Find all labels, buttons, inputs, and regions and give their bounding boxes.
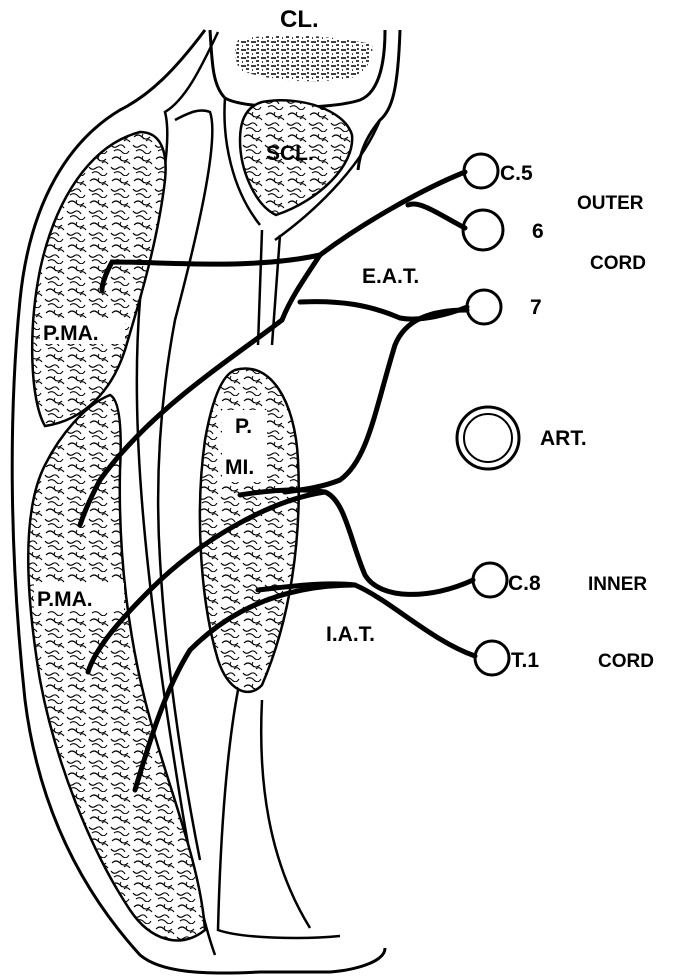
label-clavicle: CL. bbox=[280, 6, 319, 33]
label-pma-upper-bg bbox=[40, 318, 125, 344]
root-c7-circle bbox=[465, 288, 503, 326]
label-inner-cord-line1: INNER bbox=[588, 574, 647, 595]
label-pmi-line1: P. bbox=[235, 415, 252, 438]
pectoralis-major-upper bbox=[30, 130, 167, 428]
fascia-lower-right bbox=[259, 699, 312, 929]
label-eat: E.A.T. bbox=[362, 265, 419, 288]
label-pma-lower-bg bbox=[34, 583, 124, 611]
outer-cord-nerves bbox=[77, 169, 470, 528]
pectoralis-major-lower bbox=[27, 393, 207, 942]
root-c6-circle bbox=[461, 208, 505, 252]
label-subclavius: SCL. bbox=[266, 142, 314, 165]
inner-wall-line bbox=[156, 109, 214, 861]
label-iat: I.A.T. bbox=[326, 623, 375, 646]
chest-wall-inner-outline bbox=[135, 31, 220, 956]
subclavius-muscle bbox=[238, 99, 354, 217]
label-root-c5: C.5 bbox=[500, 162, 533, 185]
label-root-c6: 6 bbox=[532, 220, 544, 243]
label-root-t1: T.1 bbox=[511, 649, 539, 672]
label-pmi-line2: MI. bbox=[225, 456, 254, 479]
chest-wall-outline bbox=[10, 29, 387, 975]
root-t1-circle bbox=[473, 639, 511, 677]
label-root-c7: 7 bbox=[530, 296, 542, 319]
label-root-c8: C.8 bbox=[508, 572, 541, 595]
inner-cord-nerves bbox=[85, 307, 478, 793]
label-outer-cord-line2: CORD bbox=[590, 253, 646, 274]
subclavius-sheath bbox=[223, 97, 382, 242]
clavicle-bone bbox=[235, 35, 373, 82]
fascia-lower-left bbox=[216, 689, 341, 940]
label-pma-upper: P.MA. bbox=[43, 322, 99, 345]
root-c5-circle bbox=[462, 152, 500, 190]
label-pmi-bg bbox=[222, 410, 267, 482]
label-pma-lower: P.MA. bbox=[37, 588, 93, 611]
label-inner-cord-line2: CORD bbox=[598, 651, 654, 672]
root-c8-circle bbox=[471, 561, 509, 599]
label-outer-cord-line1: OUTER bbox=[577, 193, 644, 214]
label-artery: ART. bbox=[540, 427, 587, 450]
axillary-artery-inner bbox=[463, 413, 513, 463]
